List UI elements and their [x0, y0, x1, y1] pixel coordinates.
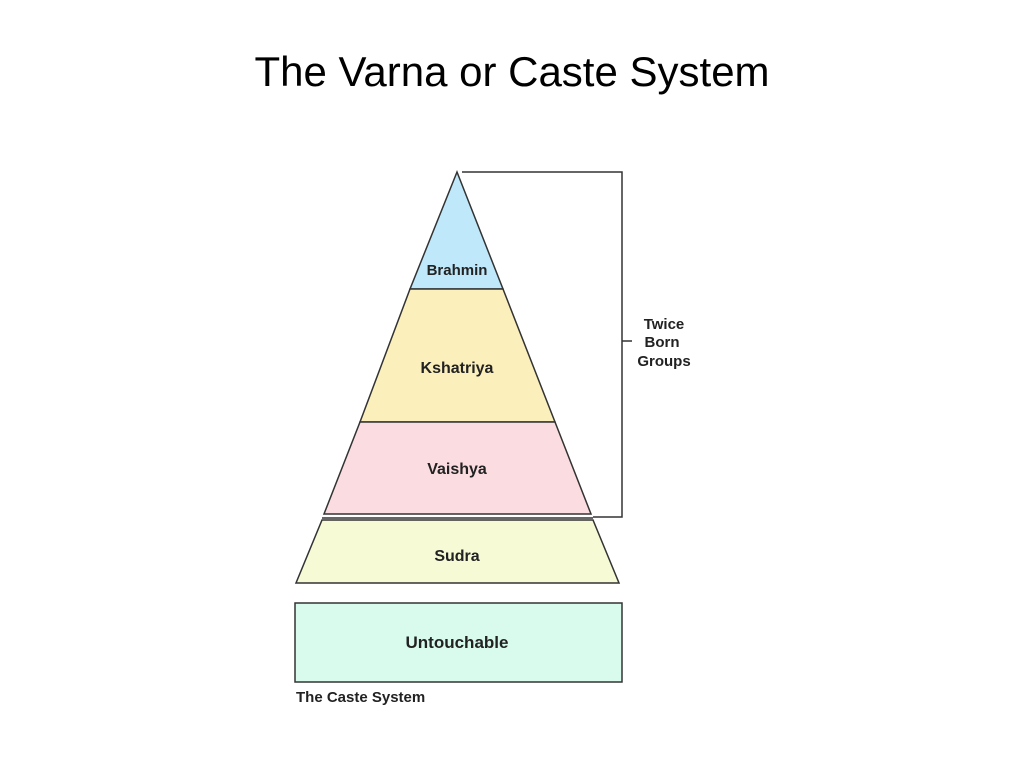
- tier-vaishya-shape: [322, 421, 593, 515]
- tier-brahmin-label: Brahmin: [427, 262, 488, 279]
- slide-title: The Varna or Caste System: [254, 48, 770, 95]
- bracket-label-line-3: Groups: [637, 353, 690, 370]
- base-untouchable-label: Untouchable: [406, 633, 509, 652]
- tier-kshatriya-label: Kshatriya: [421, 360, 494, 377]
- bracket-label-line-1: Twice: [644, 316, 685, 333]
- tier-kshatriya-shape: [358, 288, 557, 423]
- diagram-caption: The Caste System: [296, 689, 425, 706]
- tier-sudra-label: Sudra: [434, 548, 479, 565]
- twice-born-bracket: [462, 171, 623, 518]
- base-untouchable-shape: [294, 602, 623, 683]
- tier-sudra-shape: [294, 519, 621, 584]
- tier-vaishya-label: Vaishya: [427, 461, 487, 478]
- bracket-label-line-2: Born: [645, 334, 680, 351]
